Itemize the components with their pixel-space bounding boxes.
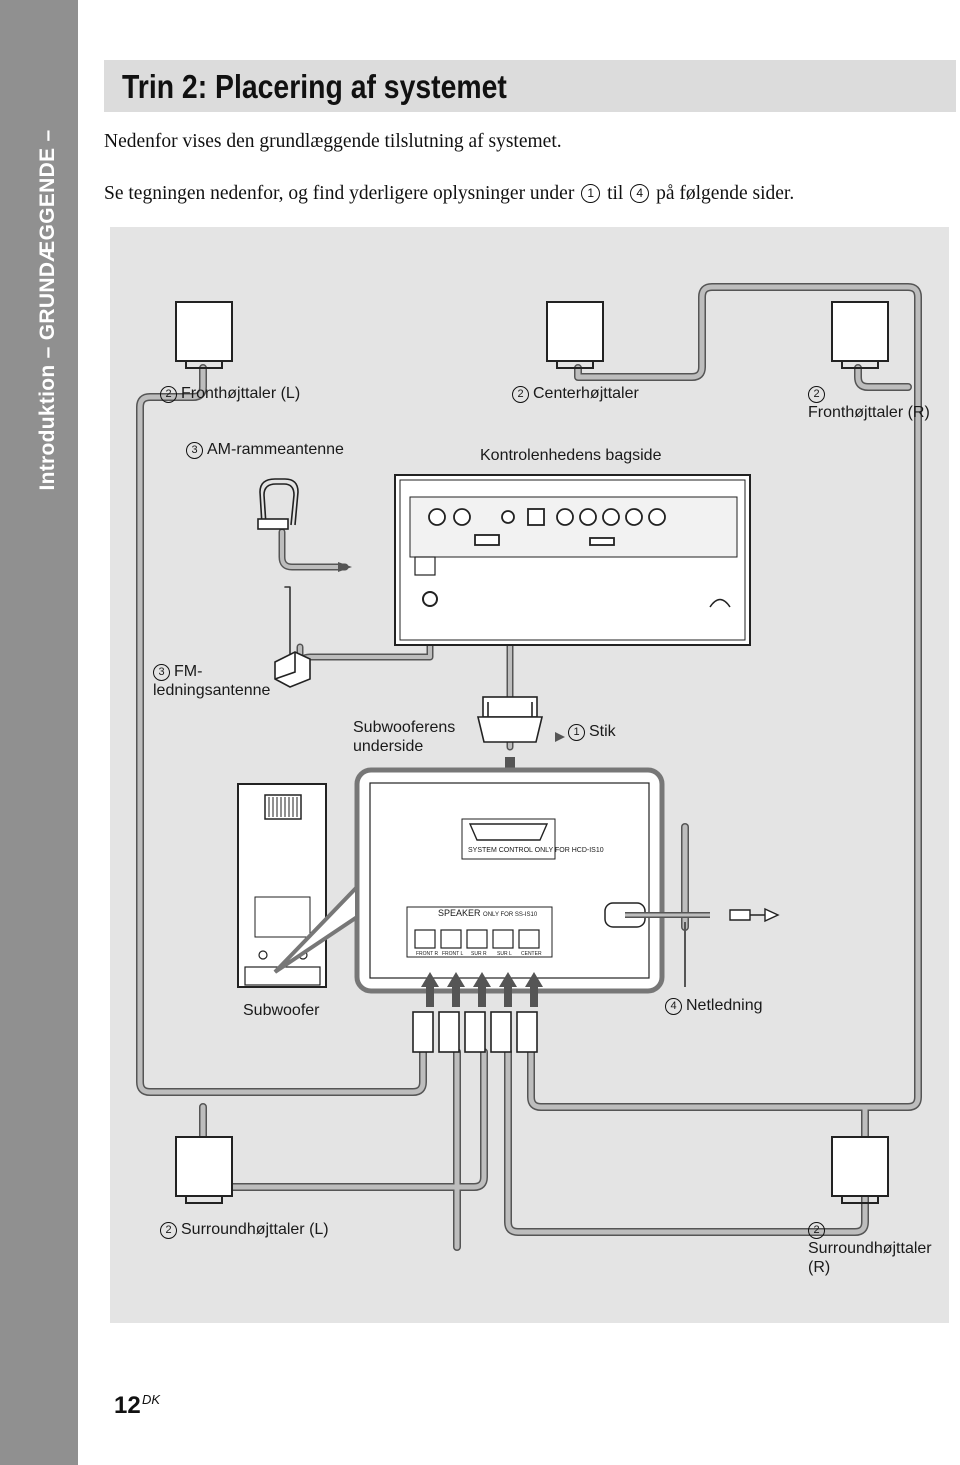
- intro-line-1: Nedenfor vises den grundlæggende tilslut…: [104, 131, 562, 152]
- speaker-text: SPEAKER: [438, 908, 481, 918]
- page-number-suffix: DK: [142, 1392, 161, 1407]
- intro-text-b: til: [607, 183, 624, 204]
- terminal-arrows: [421, 972, 543, 1007]
- surround-left-speaker-icon: [175, 1136, 233, 1204]
- system-connector-plug-icon: [476, 696, 544, 743]
- speaker-port-label: SPEAKER ONLY FOR SS-IS10: [438, 908, 537, 920]
- control-unit-back-label: Kontrolenhedens bagside: [480, 447, 662, 464]
- label-text: Fronthøjttaler (L): [181, 385, 301, 402]
- center-speaker-icon: [546, 301, 604, 369]
- label-text: Stik: [589, 723, 616, 740]
- page-title: Trin 2: Placering af systemet: [122, 68, 507, 105]
- title-bar: Trin 2: Placering af systemet: [104, 60, 956, 112]
- label-text: FM-ledningsantenne: [153, 663, 271, 699]
- terminal-label-1: FRONT R: [416, 951, 439, 957]
- system-control-port-label: SYSTEM CONTROL ONLY FOR HCD-IS10: [468, 847, 604, 855]
- label-text: AM-rammeantenne: [207, 441, 344, 458]
- terminal-label-3: SUR R: [471, 951, 487, 957]
- label-text: Netledning: [686, 997, 763, 1014]
- intro-text-a: Se tegningen nedenfor, og find yderliger…: [104, 183, 575, 204]
- intro-line-2: Se tegningen nedenfor, og find yderliger…: [104, 183, 794, 205]
- subwoofer-icon: [237, 783, 327, 988]
- number-badge: 2: [512, 386, 529, 403]
- label-text: Centerhøjttaler: [533, 385, 639, 402]
- number-badge: 2: [808, 1222, 825, 1239]
- number-badge: 2: [808, 386, 825, 403]
- fm-antenna-plug-icon: [274, 651, 311, 688]
- system-control-note: ONLY FOR HCD-IS10: [534, 847, 604, 854]
- section-label: Introduktion – GRUNDÆGGENDE –: [36, 129, 59, 491]
- page-number: 12: [114, 1392, 141, 1419]
- surround-right-speaker-icon: [831, 1136, 889, 1204]
- number-badge: 3: [153, 664, 170, 681]
- speaker-plug-icons: [412, 1011, 538, 1053]
- subwoofer-bottom-panel-icon: [273, 767, 780, 994]
- front-left-speaker-icon: [175, 301, 233, 369]
- connection-diagram: SYSTEM CONTROL ONLY FOR HCD-IS10 SPEAKER…: [110, 227, 949, 1323]
- label-text: Surroundhøjttaler (L): [181, 1221, 329, 1238]
- diagram-graphics: [136, 283, 922, 1251]
- number-badge: 3: [186, 442, 203, 459]
- number-badge: 1: [568, 724, 585, 741]
- number-badge: 2: [160, 386, 177, 403]
- side-tab: Introduktion – GRUNDÆGGENDE –: [0, 0, 78, 1465]
- step-number-4: 4: [630, 184, 650, 203]
- speaker-note: ONLY FOR SS-IS10: [483, 912, 538, 918]
- am-loop-antenna-icon: [257, 478, 299, 530]
- front-right-speaker-icon: [831, 301, 889, 369]
- terminal-label-2: FRONT L: [442, 951, 464, 957]
- subwoofer-bottom-label: Subwooferens underside: [353, 719, 456, 755]
- number-badge: 2: [160, 1222, 177, 1239]
- subwoofer-label: Subwoofer: [243, 1002, 320, 1019]
- control-unit-rear-icon: [394, 474, 751, 646]
- system-control-text: SYSTEM CONTROL: [468, 847, 533, 854]
- terminal-label-5: CENTER: [521, 951, 542, 957]
- step-number-1: 1: [581, 184, 601, 203]
- label-text: Fronthøjttaler (R): [808, 404, 930, 421]
- terminal-label-4: SUR L: [497, 951, 512, 957]
- number-badge: 4: [665, 998, 682, 1015]
- speaker-cables: [136, 283, 922, 1251]
- label-text: Surroundhøjttaler (R): [808, 1240, 932, 1276]
- intro-text-c: på følgende sider.: [656, 183, 795, 204]
